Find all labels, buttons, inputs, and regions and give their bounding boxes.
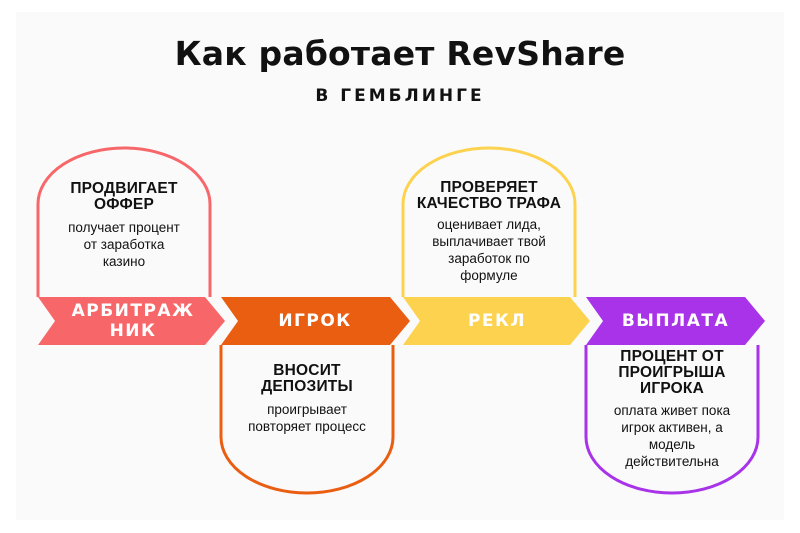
card-payout: ПРОЦЕНТ ОТ ПРОИГРЫША ИГРОКА оплата живет… — [590, 349, 754, 470]
step-label-arbitrage-line1: АРБИТРАЖ — [71, 301, 195, 321]
step-label-player-line1: ИГРОК — [278, 311, 352, 331]
arrow-payout — [586, 297, 765, 345]
card-payout-body-line1: оплата живет пока — [613, 403, 731, 418]
card-advertiser-body-line4: формуле — [460, 268, 518, 283]
card-advertiser-body: оценивает лида, выплачивает твой заработ… — [406, 216, 572, 284]
card-advertiser: ПРОВЕРЯЕТ КАЧЕСТВО ТРАФА оценивает лида,… — [406, 180, 572, 284]
card-payout-heading: ПРОЦЕНТ ОТ ПРОИГРЫША ИГРОКА — [590, 349, 754, 397]
card-advertiser-heading: ПРОВЕРЯЕТ КАЧЕСТВО ТРАФА — [406, 180, 572, 212]
step-label-arbitrage: АРБИТРАЖ НИК — [58, 301, 208, 341]
card-payout-heading-line1: ПРОЦЕНТ ОТ — [620, 348, 724, 365]
card-player-heading: ВНОСИТ ДЕПОЗИТЫ — [226, 363, 388, 395]
card-player: ВНОСИТ ДЕПОЗИТЫ проигрывает повторяет пр… — [226, 363, 388, 435]
card-player-heading-line2: ДЕПОЗИТЫ — [261, 378, 353, 395]
card-outline-payout — [584, 345, 760, 495]
step-label-payout: ВЫПЛАТА — [603, 311, 748, 331]
step-label-advertiser: РЕКЛ — [422, 311, 572, 331]
card-arbitrage-body-line2: от заработка — [83, 237, 165, 252]
card-outline-advertiser — [401, 146, 577, 297]
step-label-advertiser-line1: РЕКЛ — [467, 311, 527, 331]
card-arbitrage-heading-line1: ПРОДВИГАЕТ — [70, 180, 178, 197]
card-payout-body-line4: действительна — [625, 454, 719, 469]
card-advertiser-heading-line1: ПРОВЕРЯЕТ — [440, 179, 538, 196]
card-arbitrage-body-line3: казино — [102, 254, 146, 269]
card-payout-body-line3: модель — [648, 437, 696, 452]
card-arbitrage: ПРОДВИГАЕТ ОФФЕР получает процент от зар… — [44, 181, 204, 270]
card-advertiser-heading-line2: КАЧЕСТВО ТРАФА — [416, 195, 562, 212]
step-label-player: ИГРОК — [240, 311, 390, 331]
card-arbitrage-heading-line2: ОФФЕР — [94, 196, 154, 213]
step-label-arbitrage-line2: НИК — [109, 321, 157, 341]
card-arbitrage-body-line1: получает процент — [68, 220, 180, 235]
card-payout-body: оплата живет пока игрок активен, а модел… — [590, 402, 754, 470]
card-player-body-line2: повторяет процесс — [248, 419, 366, 434]
infographic-background — [16, 12, 784, 520]
page-subtitle: В ГЕМБЛИНГЕ — [315, 86, 485, 106]
arrow-advertiser — [403, 297, 590, 345]
card-arbitrage-body: получает процент от заработка казино — [44, 219, 204, 270]
page-title: Как работает RevShare — [174, 34, 626, 73]
card-payout-heading-line2: ПРОИГРЫША — [618, 364, 726, 381]
card-player-heading-line1: ВНОСИТ — [273, 362, 341, 379]
card-advertiser-body-line2: выплачивает твой — [432, 234, 546, 249]
card-player-body-line1: проигрывает — [267, 402, 347, 417]
step-label-payout-line1: ВЫПЛАТА — [621, 311, 730, 331]
card-advertiser-body-line1: оценивает лида, — [437, 217, 541, 232]
card-payout-heading-line3: ИГРОКА — [640, 380, 704, 397]
arrow-arbitrage — [38, 297, 225, 345]
card-outline-player — [219, 345, 395, 495]
arrow-player — [221, 297, 410, 345]
card-arbitrage-heading: ПРОДВИГАЕТ ОФФЕР — [44, 181, 204, 213]
card-player-body: проигрывает повторяет процесс — [226, 401, 388, 435]
card-payout-body-line2: игрок активен, а — [621, 420, 723, 435]
card-advertiser-body-line3: заработок по — [448, 251, 530, 266]
card-outline-arbitrage — [36, 146, 212, 297]
